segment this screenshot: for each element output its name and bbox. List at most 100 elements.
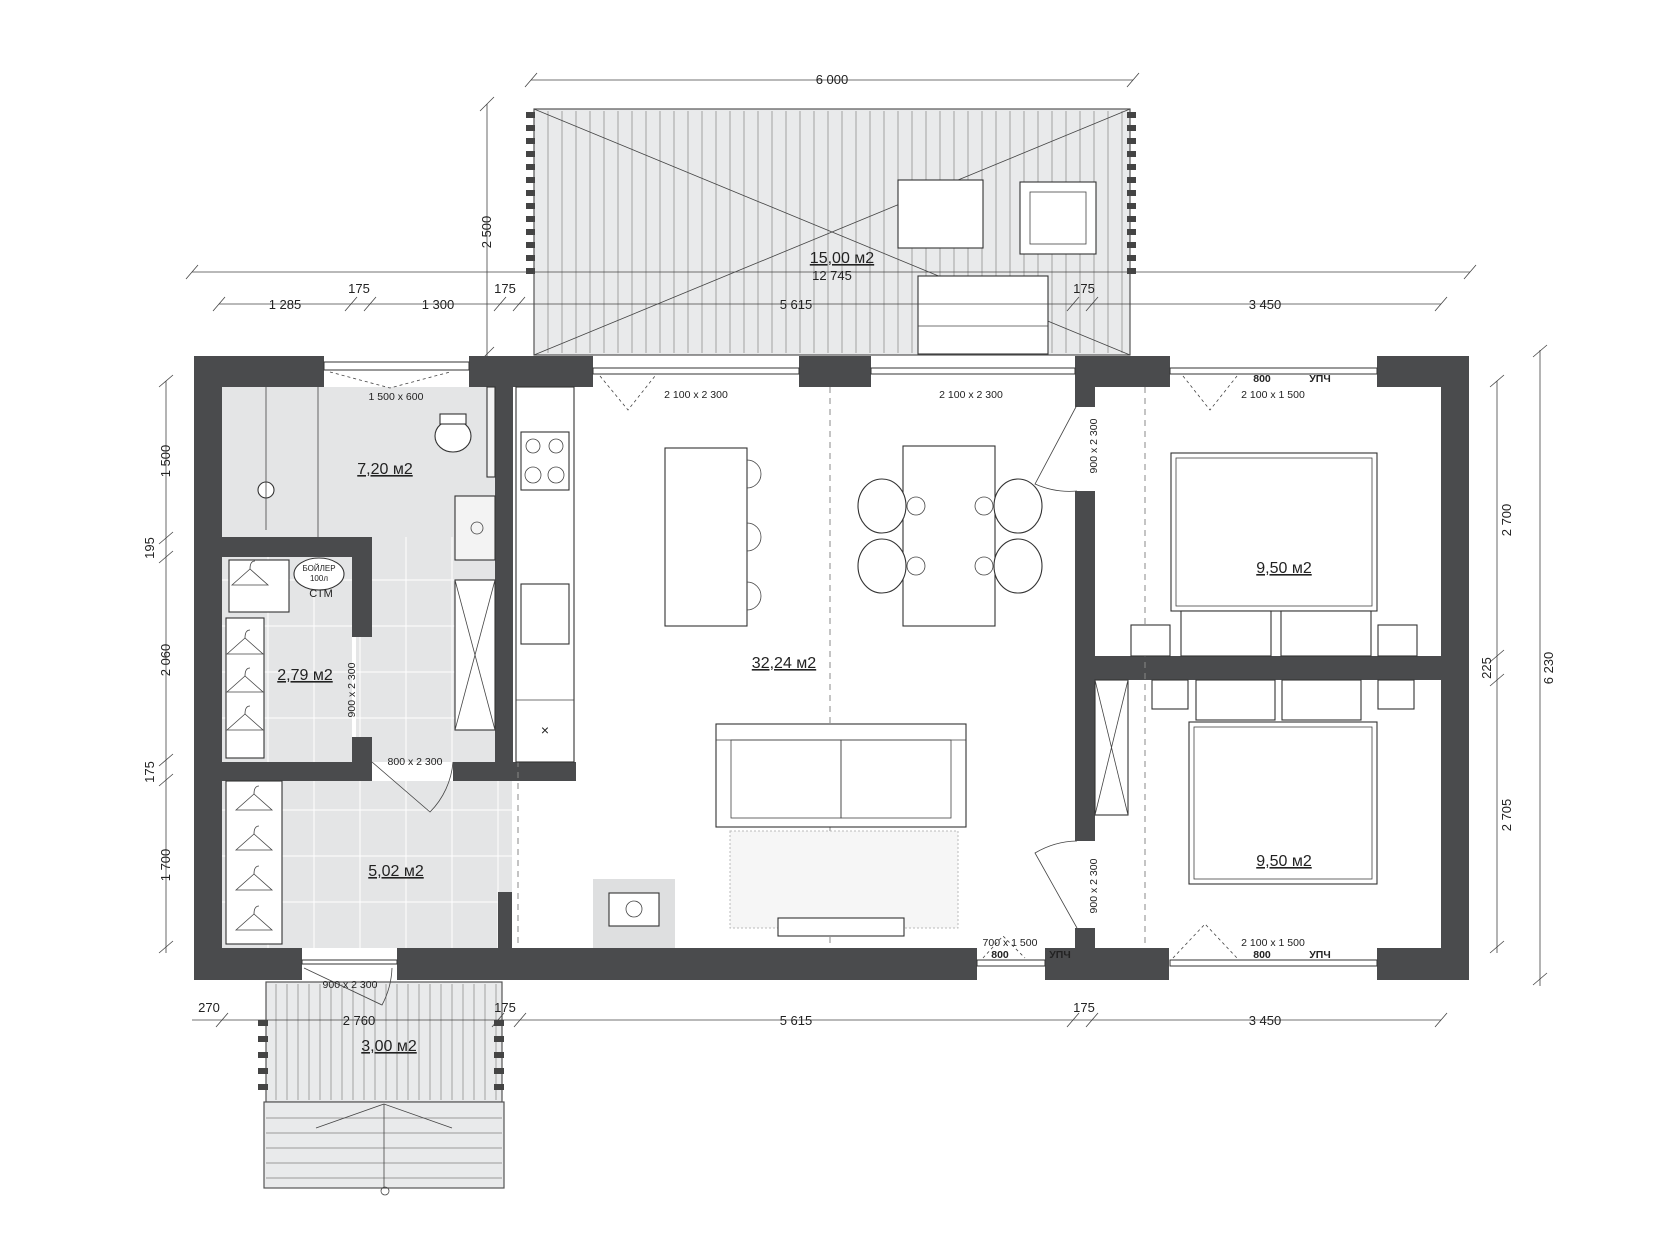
dining-chair [993, 538, 1043, 594]
window-entry-sill [301, 959, 398, 965]
window-bedroom-1 [1169, 367, 1378, 375]
bar-stools [746, 459, 762, 611]
bed-1 [1170, 452, 1378, 612]
terrace-post [526, 242, 535, 248]
terrace-post [526, 112, 535, 118]
hanger-icon [225, 675, 265, 693]
closet-area: 2,79 м2 [277, 667, 333, 684]
svg-text:×: × [541, 722, 549, 738]
stm-label: СТМ [309, 588, 332, 600]
porch-post [258, 1036, 268, 1042]
sill-label-a: 800 [1253, 373, 1271, 385]
terrace-post [526, 125, 535, 131]
sill-label-b: 800 [1253, 949, 1271, 961]
dim-bottom-seg-5: 175 [1073, 1000, 1095, 1015]
living-room: × 32,24 м2 2 100 x 2 300 2 100 x 2 300 7… [515, 386, 1146, 949]
hanger-icon [225, 637, 265, 655]
porch-post [258, 1084, 268, 1090]
terrace-armchair-seat [1029, 191, 1087, 245]
terrace-post [1127, 151, 1136, 157]
wall-top-4 [1075, 356, 1170, 387]
entry-door-swing [303, 967, 393, 1006]
wall-bedrooms-b [1075, 491, 1095, 841]
place-setting [906, 556, 926, 576]
dim-left-seg-1: 1 500 [158, 445, 173, 478]
dim-bottom-seg-3: 175 [494, 1000, 516, 1015]
porch-post [494, 1020, 504, 1026]
terrace-post [526, 203, 535, 209]
wall-top-2 [469, 356, 593, 387]
dim-left-seg-3: 2 060 [158, 644, 173, 677]
hangers-closet [225, 560, 270, 731]
dining-chair [993, 478, 1043, 534]
rug [729, 830, 959, 929]
dining-table [902, 445, 996, 627]
left-dimensions: 1 500 195 2 060 175 1 700 [142, 374, 174, 954]
dim-top-seg-7: 3 450 [1249, 297, 1282, 312]
hanger-icon [253, 825, 260, 835]
bedroom-1-door-swing [1034, 404, 1078, 492]
dim-overall-width: 12 745 [812, 268, 852, 283]
wall-bottom-2 [397, 948, 977, 980]
hanger-icon [253, 905, 260, 915]
hanger-icon [244, 705, 251, 715]
hall-door-size: 800 x 2 300 [388, 756, 443, 768]
terrace-table [897, 179, 984, 249]
bedroom-2-window-size: 2 100 x 1 500 [1241, 937, 1305, 949]
terrace-post [1127, 177, 1136, 183]
terrace-armchair [1019, 181, 1097, 255]
dim-right-seg-2: 225 [1479, 657, 1494, 679]
dim-top-seg-4: 175 [494, 281, 516, 296]
dim-terrace-depth: 2 500 [479, 216, 494, 249]
wall-bath-kitchen [495, 387, 513, 762]
window-bath [323, 361, 470, 371]
dim-top-seg-2: 175 [348, 281, 370, 296]
bathroom: 7,20 м2 1 500 x 600 [257, 386, 496, 731]
dim-left-seg-2: 195 [142, 537, 157, 559]
wall-hall-living [498, 892, 512, 948]
hanger-icon [244, 629, 251, 639]
closet-rail-top [228, 559, 290, 613]
wall-bedrooms-c [1075, 928, 1095, 948]
bedrooms: 9,50 м2 9,50 м2 900 x 2 300 900 x 2 300 … [991, 373, 1418, 961]
hall-wardrobe [225, 780, 283, 945]
terrace-post [1127, 229, 1136, 235]
terrace-posts [526, 112, 1136, 274]
small-window-size: 700 x 1 500 [983, 937, 1038, 949]
terrace-post [526, 229, 535, 235]
bedroom-2-door-size: 900 x 2 300 [1088, 858, 1100, 913]
porch-boards [266, 984, 502, 1179]
wall-closet-hall-b [453, 762, 576, 781]
windows [301, 361, 1378, 967]
pillow-1a [1180, 610, 1272, 657]
boiler [293, 557, 345, 591]
dim-bottom-seg-6: 3 450 [1249, 1013, 1282, 1028]
bedside-1a [1130, 624, 1171, 657]
upch-label-c: УПЧ [1049, 949, 1070, 961]
hall-area: 5,02 м2 [368, 863, 424, 880]
terrace-post [1127, 268, 1136, 274]
terrace-post [1127, 164, 1136, 170]
hanger-icon [253, 865, 260, 875]
dim-right-seg-1: 2 700 [1499, 504, 1514, 537]
wall-bottom-3 [1045, 948, 1169, 980]
place-setting [974, 496, 994, 516]
upch-label-a: УПЧ [1309, 373, 1330, 385]
hanger-icon [234, 873, 274, 891]
wall-bedrooms-a [1075, 387, 1095, 407]
place-setting [906, 496, 926, 516]
stove [608, 892, 660, 927]
wall-closet-hall-a [222, 762, 372, 781]
porch-post [258, 1052, 268, 1058]
bedside-1b [1377, 624, 1418, 657]
terrace-post [1127, 255, 1136, 261]
terrace-post [526, 190, 535, 196]
bath-floor [222, 387, 495, 537]
bed-2 [1188, 721, 1378, 885]
hanger-icon [249, 560, 256, 570]
terrace-post [1127, 216, 1136, 222]
hanger-icon [230, 568, 270, 586]
living-window-right-size: 2 100 x 2 300 [939, 389, 1003, 401]
porch-posts [258, 1020, 504, 1090]
